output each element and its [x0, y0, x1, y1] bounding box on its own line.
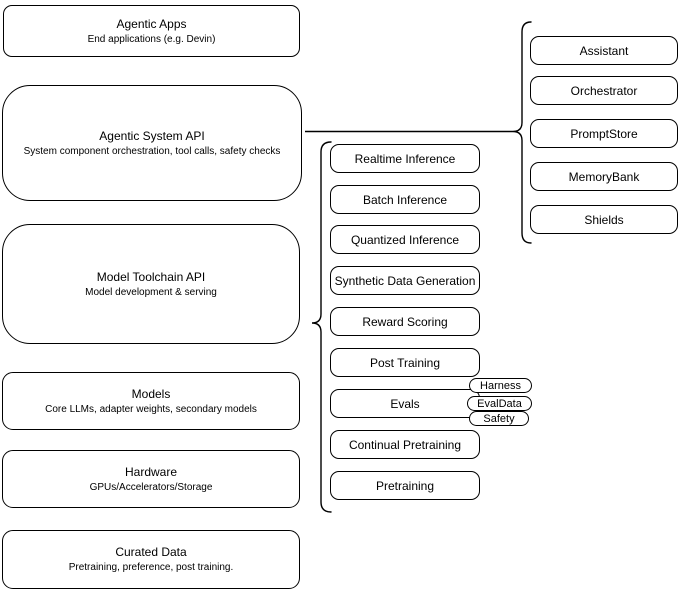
node-title: Agentic System API: [99, 128, 205, 143]
node-quantized-inference: Quantized Inference: [330, 225, 480, 254]
node-agentic-system-api: Agentic System API System component orch…: [2, 85, 302, 201]
tag-safety: Safety: [469, 411, 529, 426]
node-promptstore: PromptStore: [530, 119, 678, 148]
node-evals: Evals: [330, 389, 480, 418]
node-continual-pretraining: Continual Pretraining: [330, 430, 480, 459]
node-orchestrator: Orchestrator: [530, 76, 678, 105]
node-title: Model Toolchain API: [96, 269, 206, 284]
node-subtitle: GPUs/Accelerators/Storage: [89, 481, 213, 493]
tag-harness: Harness: [469, 378, 532, 393]
node-synthetic-data-generation: Synthetic Data Generation: [330, 266, 480, 295]
node-agentic-apps: Agentic Apps End applications (e.g. Devi…: [3, 5, 300, 57]
node-subtitle: Core LLMs, adapter weights, secondary mo…: [45, 403, 257, 415]
node-pretraining: Pretraining: [330, 471, 480, 500]
node-title: Hardware: [124, 464, 178, 479]
system-group-brace: [512, 21, 532, 244]
node-subtitle: End applications (e.g. Devin): [87, 33, 216, 45]
node-subtitle: Pretraining, preference, post training.: [68, 562, 234, 573]
node-subtitle: System component orchestration, tool cal…: [23, 145, 281, 157]
node-post-training: Post Training: [330, 348, 480, 377]
node-reward-scoring: Reward Scoring: [330, 307, 480, 336]
node-title: Agentic Apps: [116, 16, 187, 31]
node-models: Models Core LLMs, adapter weights, secon…: [2, 372, 300, 430]
node-realtime-inference: Realtime Inference: [330, 144, 480, 173]
node-batch-inference: Batch Inference: [330, 185, 480, 214]
node-model-toolchain-api: Model Toolchain API Model development & …: [2, 224, 300, 344]
node-shields: Shields: [530, 205, 678, 234]
node-hardware: Hardware GPUs/Accelerators/Storage: [2, 450, 300, 508]
node-assistant: Assistant: [530, 36, 678, 65]
node-memorybank: MemoryBank: [530, 162, 678, 191]
toolchain-group-brace: [311, 141, 332, 513]
node-subtitle: Model development & serving: [85, 286, 217, 298]
node-curated-data: Curated Data Pretraining, preference, po…: [2, 530, 300, 589]
node-title: Models: [131, 386, 171, 401]
node-title: Curated Data: [115, 545, 187, 559]
tag-evaldata: EvalData: [467, 396, 532, 411]
